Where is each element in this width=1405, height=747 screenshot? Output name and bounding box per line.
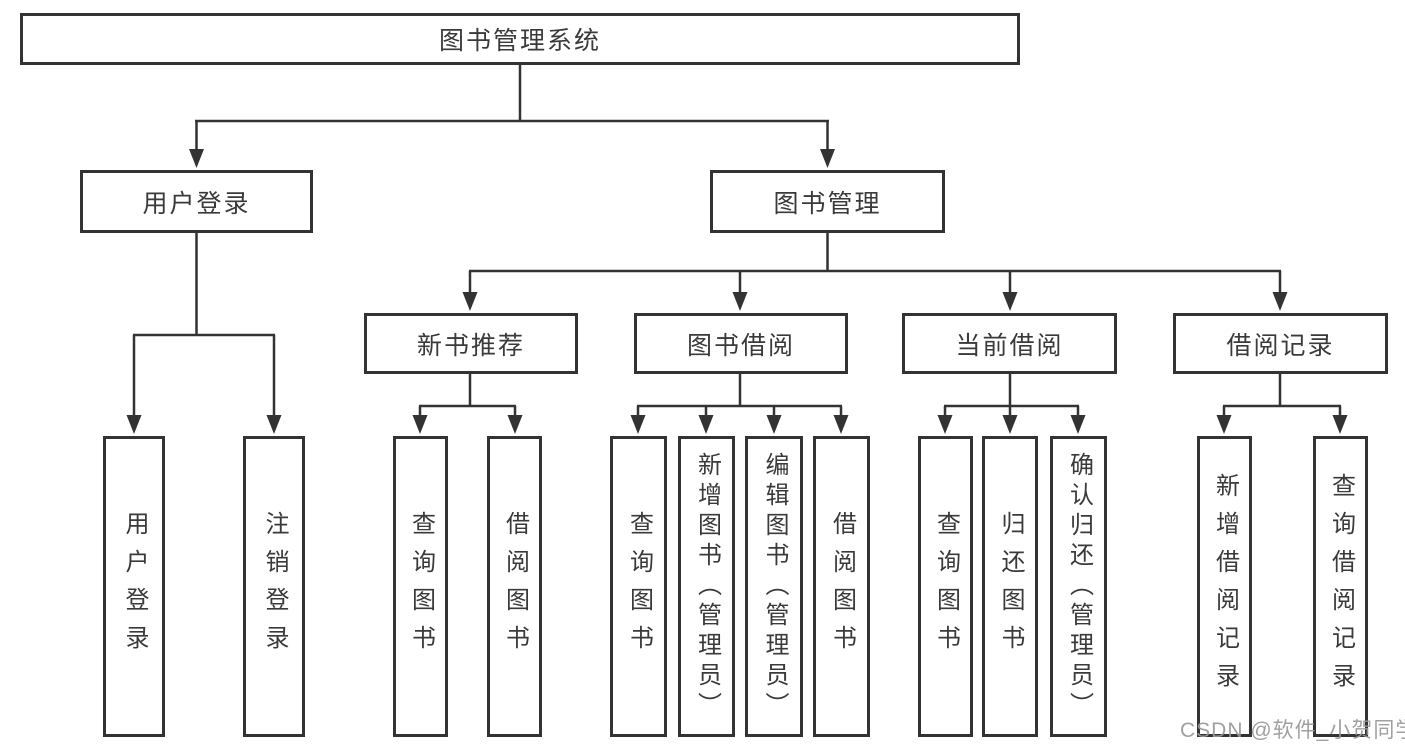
leaf-edit-book-admin: 编辑图书（管理员） xyxy=(745,436,803,737)
leaf-user-login: 用户登录 xyxy=(103,436,165,737)
leaf-add-borrow-record: 新增借阅记录 xyxy=(1197,436,1252,737)
tree-edges xyxy=(132,64,1342,417)
leaf-borrow-books-recommend: 借阅图书 xyxy=(487,436,542,737)
leaf-borrow-books: 借阅图书 xyxy=(813,436,870,737)
leaf-query-books-recommend: 查询图书 xyxy=(393,436,448,737)
leaf-add-book-admin: 新增图书（管理员） xyxy=(678,436,735,737)
node-new-book-recommend: 新书推荐 xyxy=(364,313,578,374)
node-book-management: 图书管理 xyxy=(710,170,945,233)
arrowheads xyxy=(126,149,1348,434)
node-current-borrow: 当前借阅 xyxy=(902,313,1117,374)
leaf-logout: 注销登录 xyxy=(243,436,305,737)
node-user-login: 用户登录 xyxy=(80,170,313,233)
leaf-query-borrow-record: 查询借阅记录 xyxy=(1313,436,1368,737)
leaf-confirm-return-admin: 确认归还（管理员） xyxy=(1050,436,1107,737)
leaf-query-books-borrow: 查询图书 xyxy=(610,436,667,737)
leaf-query-books-current: 查询图书 xyxy=(918,436,973,737)
node-borrow-records: 借阅记录 xyxy=(1173,313,1388,374)
leaf-return-book: 归还图书 xyxy=(982,436,1038,737)
csdn-watermark: CSDN @软件_小贺同学 xyxy=(1180,719,1405,742)
node-library-system: 图书管理系统 xyxy=(20,13,1020,65)
node-book-borrow: 图书借阅 xyxy=(634,313,848,374)
